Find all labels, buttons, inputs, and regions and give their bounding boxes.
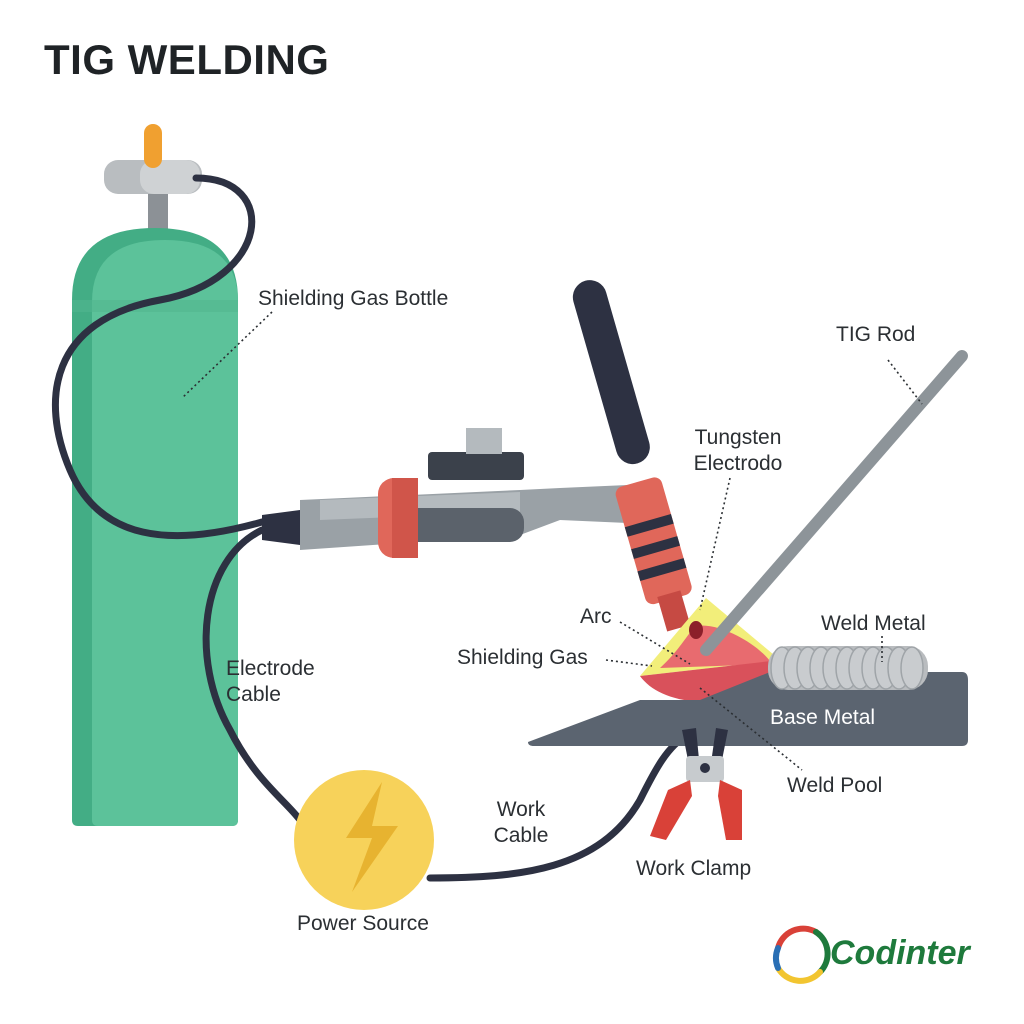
label-shielding-gas-bottle: Shielding Gas Bottle bbox=[258, 287, 449, 310]
work-cable bbox=[426, 731, 692, 882]
base-metal bbox=[528, 672, 968, 746]
work-clamp bbox=[650, 728, 742, 840]
label-weld-pool: Weld Pool bbox=[787, 774, 883, 797]
label-tungsten-line1: Tungsten bbox=[694, 426, 782, 449]
page-title: TIG WELDING bbox=[44, 36, 330, 83]
label-base-metal: Base Metal bbox=[770, 706, 876, 729]
label-work-line1: Work bbox=[496, 798, 546, 821]
brand-name: Codinter bbox=[830, 934, 970, 972]
power-source bbox=[294, 770, 434, 910]
label-work-cable: Work Cable bbox=[486, 797, 556, 849]
tig-rod bbox=[700, 350, 968, 656]
label-power-source: Power Source bbox=[297, 912, 429, 935]
label-arc: Arc bbox=[580, 605, 612, 628]
electrode-cable bbox=[202, 526, 304, 824]
label-work-line2: Cable bbox=[493, 824, 549, 847]
gas-hose bbox=[51, 174, 266, 540]
leader-lines bbox=[181, 311, 923, 771]
label-tungsten-electrode: Tungsten Electrodo bbox=[680, 425, 796, 477]
codinter-swirl-logo bbox=[773, 925, 831, 984]
lightning-bolt-icon bbox=[346, 782, 398, 892]
label-electrode-cable: Electrode Cable bbox=[226, 656, 315, 708]
label-weld-metal: Weld Metal bbox=[821, 612, 926, 635]
label-electrode-line2: Cable bbox=[226, 683, 281, 706]
label-electrode-line1: Electrode bbox=[226, 657, 315, 680]
weld-bead-ripple bbox=[900, 646, 924, 690]
label-tungsten-line2: Electrodo bbox=[693, 452, 783, 475]
gas-cylinder bbox=[72, 124, 238, 826]
label-tig-rod: TIG Rod bbox=[836, 323, 916, 346]
tig-torch bbox=[262, 280, 692, 632]
cables bbox=[51, 174, 692, 882]
weld-metal-bead bbox=[768, 646, 928, 690]
label-work-clamp: Work Clamp bbox=[636, 857, 752, 880]
label-shielding-gas: Shielding Gas bbox=[457, 646, 588, 669]
